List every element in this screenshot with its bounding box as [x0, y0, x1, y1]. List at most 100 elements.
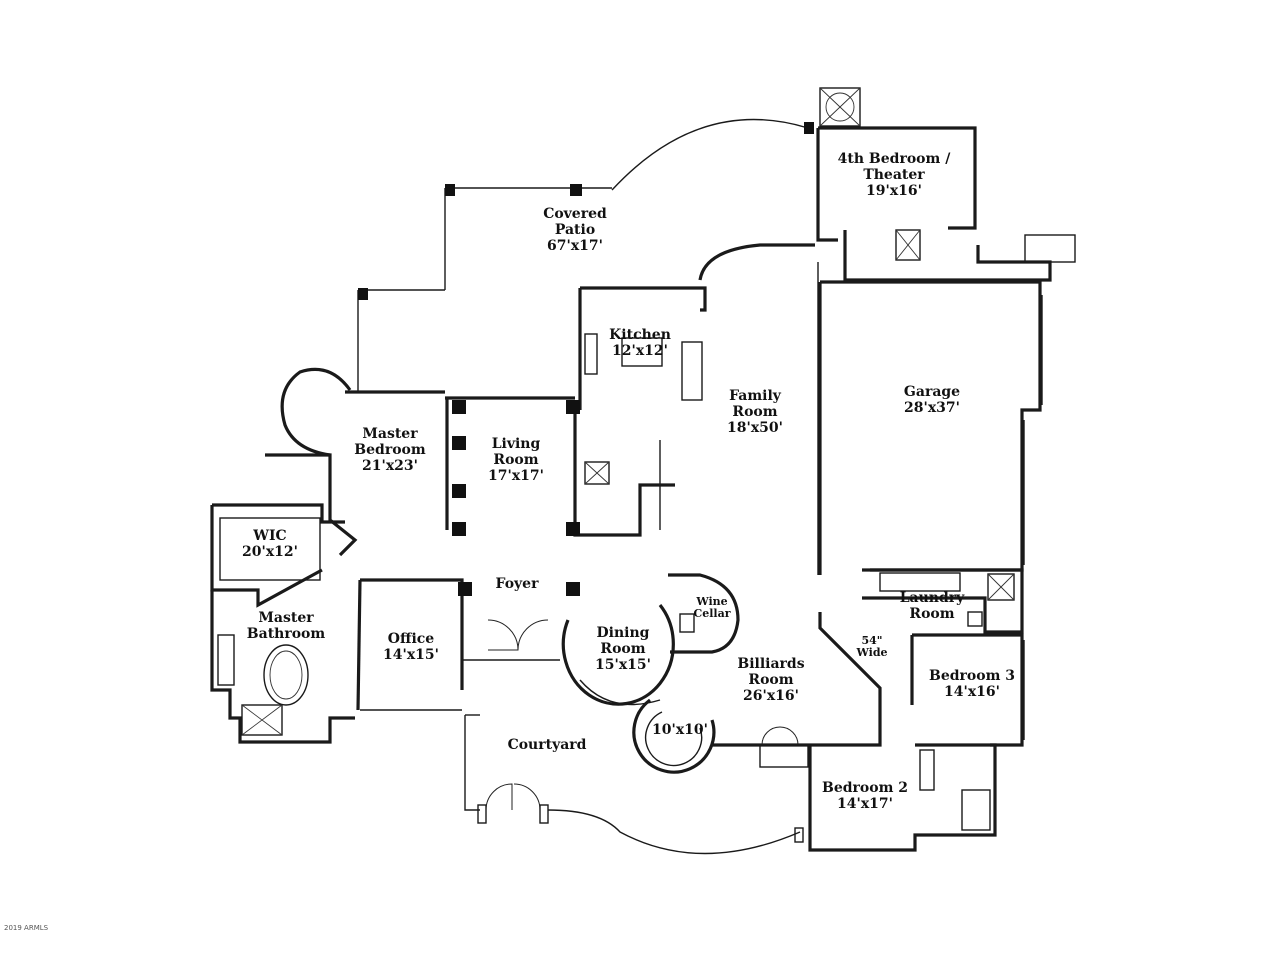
shower-x [241, 704, 283, 736]
room-dimensions: 14'x16' [944, 684, 1000, 700]
master-bedroom-label: Master Bedroom 21'x23' [354, 426, 425, 474]
room-dimensions: 12'x12' [612, 343, 668, 359]
room-dimensions: 28'x37' [904, 400, 960, 416]
billiards-door [779, 726, 799, 746]
billiards-room-label: Billiards Room 26'x16' [737, 656, 804, 704]
shower-x [895, 229, 921, 261]
bedroom2-wall [808, 743, 997, 852]
column [452, 436, 466, 450]
dining-room-label: Dining Room 15'x15' [595, 625, 651, 673]
courtyard-wall-left [464, 715, 480, 811]
laundry-appliance [987, 573, 1015, 601]
bath2-tub [961, 789, 991, 831]
bath-wall [843, 230, 1052, 282]
theater-wall [818, 126, 977, 230]
bathtub-inner [269, 650, 303, 700]
shower [895, 229, 921, 261]
family-bay [698, 243, 815, 281]
room-name: Wine Cellar [693, 595, 731, 620]
courtyard-gate [513, 783, 541, 811]
foyer-label: Foyer [496, 576, 539, 592]
room-dimensions: 14'x15' [383, 647, 439, 663]
billiards-wall [810, 612, 882, 747]
bath-wall [210, 590, 355, 744]
office-label: Office 14'x15' [383, 631, 439, 663]
entry-door [517, 619, 549, 651]
wic-shelf [219, 517, 321, 581]
room-name: 4th Bedroom / Theater [837, 151, 951, 183]
room-dimensions: 17'x17' [488, 468, 544, 484]
office-wall [360, 578, 464, 690]
living-room-label: Living Room 17'x17' [488, 436, 544, 484]
room-name: Office [387, 631, 435, 647]
room-dimensions: 20'x12' [242, 544, 298, 560]
bathtub [263, 644, 309, 706]
theater-wall-left [816, 128, 838, 242]
room-name: Kitchen [609, 327, 671, 343]
courtyard-post [794, 827, 804, 843]
patio-post [445, 184, 455, 196]
dining-round-wall [561, 604, 675, 706]
patio-arc [611, 118, 809, 191]
courtyard-post [477, 804, 487, 824]
column [566, 582, 580, 596]
room-dimensions: 15'x15' [595, 657, 651, 673]
cooktop [584, 333, 598, 375]
billiards-step [759, 744, 809, 768]
skylight-circle [825, 92, 855, 122]
room-name: WIC [253, 528, 287, 544]
room-name: Garage [903, 384, 961, 400]
kitchen-label: Kitchen 12'x12' [609, 327, 671, 359]
powder-shower-x [584, 461, 610, 485]
room-dimensions: 21'x23' [362, 458, 418, 474]
room-name: Laundry Room [899, 590, 965, 622]
column [458, 582, 472, 596]
round-room-wall [632, 698, 716, 774]
laundry-appliance-x [987, 573, 1015, 601]
room-dimensions: 19'x16' [866, 183, 922, 199]
wic-label: WIC 20'x12' [242, 528, 298, 560]
laundry-wall [862, 568, 1024, 634]
room-dimensions: 67'x17' [547, 238, 603, 254]
laundry-sink [967, 611, 983, 627]
room-name: Bedroom 3 [928, 668, 1016, 684]
room-name: Master Bedroom [354, 426, 426, 458]
kitchen-island [621, 337, 663, 367]
skylight-x [819, 87, 861, 127]
garage-label: Garage 28'x37' [904, 384, 960, 416]
vanity [1024, 234, 1076, 263]
wic-wall-bottom [210, 505, 323, 608]
laundry-room-label: Laundry Room [900, 590, 965, 622]
room-name: 54" Wide [856, 634, 888, 659]
master-wall-left [265, 453, 358, 557]
room-name: Living Room [491, 436, 541, 468]
hallway-54-wide-label: 54" Wide [856, 635, 887, 659]
patio-post [358, 288, 368, 300]
room-dimensions: 14'x17' [837, 796, 893, 812]
shower [241, 704, 283, 736]
column [452, 522, 466, 536]
room-name: 10'x10' [652, 722, 708, 738]
room-name: Dining Room [596, 625, 650, 657]
room-dimensions: 26'x16' [743, 688, 799, 704]
room-name: Covered Patio [543, 206, 607, 238]
column [566, 400, 580, 414]
fourth-bedroom-label: 4th Bedroom / Theater 19'x16' [838, 151, 951, 199]
room-name: Billiards Room [737, 656, 805, 688]
courtyard-gate [485, 783, 513, 811]
laundry-counter [879, 572, 961, 592]
master-bathroom-label: Master Bathroom [247, 610, 325, 642]
powder-wall [573, 405, 675, 537]
wine-rack [679, 613, 695, 633]
room-name: Family Room [729, 388, 781, 420]
round-room-label: 10'x10' [652, 722, 708, 738]
room-name: Bedroom 2 [821, 780, 909, 796]
wine-cellar-wall [668, 573, 740, 654]
room-name: Foyer [495, 576, 539, 592]
bath2-vanity [919, 749, 935, 791]
master-bay [280, 367, 352, 457]
courtyard-label: Courtyard [508, 737, 587, 753]
family-room-label: Family Room 18'x50' [727, 388, 783, 436]
covered-patio-label: Covered Patio 67'x17' [543, 206, 607, 254]
